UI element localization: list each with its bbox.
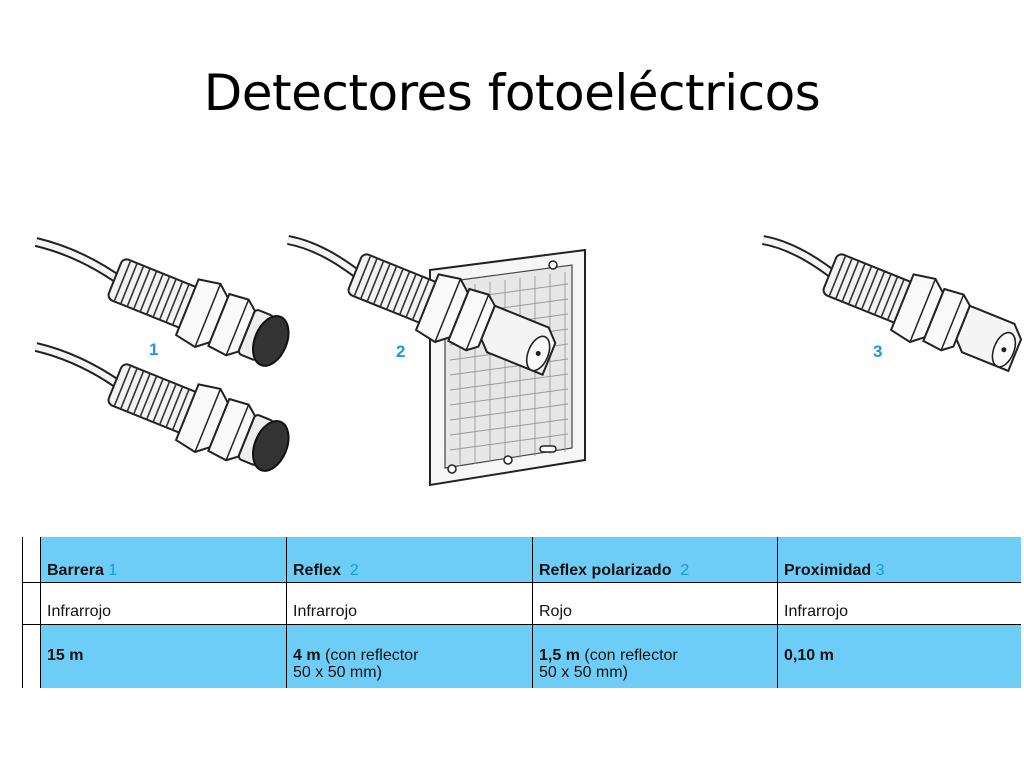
slide-title: Detectores fotoeléctricos [203, 64, 821, 122]
range-value: 15 m [47, 646, 84, 664]
header-cell-reflex-polarizado: Reflex polarizado 2 [532, 537, 778, 582]
header-ref: 1 [108, 561, 118, 579]
spec-table: Barrera 1 Reflex 2 Reflex polarizado 2 P… [22, 537, 1021, 688]
sensor-2 [286, 235, 557, 376]
header-label: Proximidad [784, 561, 872, 579]
row-stub [22, 581, 41, 624]
callout-3: 3 [873, 342, 883, 361]
header-label: Barrera [47, 561, 104, 579]
range-value: 0,10 m [784, 646, 834, 664]
header-label: Reflex polarizado [539, 561, 672, 579]
range-note: 50 x 50 mm) [539, 663, 628, 681]
table-row-emission: Infrarrojo Infrarrojo Rojo Infrarrojo [22, 581, 1021, 624]
range-note: 50 x 50 mm) [293, 663, 382, 681]
header-cell-barrera: Barrera 1 [40, 537, 287, 582]
table-cell: 0,10 m [777, 623, 1021, 688]
callout-2: 2 [396, 342, 406, 361]
table-cell: Infrarrojo [40, 581, 287, 624]
header-ref: 2 [349, 561, 359, 579]
callout-1: 1 [149, 340, 159, 359]
range-value: 4 m [293, 646, 321, 664]
header-ref: 3 [875, 561, 885, 579]
header-ref: 2 [680, 561, 690, 579]
header-label: Reflex [293, 561, 342, 579]
sensor-3 [761, 235, 1023, 373]
table-header-row: Barrera 1 Reflex 2 Reflex polarizado 2 P… [22, 537, 1021, 582]
sensor-illustrations [34, 235, 1023, 487]
table-cell: Infrarrojo [777, 581, 1021, 624]
range-note: (con reflector [579, 646, 678, 664]
row-stub [22, 623, 41, 688]
sensor-1-bottom [34, 342, 290, 472]
sensor-1-top [34, 237, 290, 367]
range-note: (con reflector [320, 646, 419, 664]
range-value: 1,5 m [539, 646, 580, 664]
header-cell-reflex: Reflex 2 [286, 537, 533, 582]
table-cell: Rojo [532, 581, 778, 624]
table-cell: Infrarrojo [286, 581, 533, 624]
header-cell-proximidad: Proximidad 3 [777, 537, 1021, 582]
table-cell: 15 m [40, 623, 287, 688]
row-stub [22, 537, 41, 582]
